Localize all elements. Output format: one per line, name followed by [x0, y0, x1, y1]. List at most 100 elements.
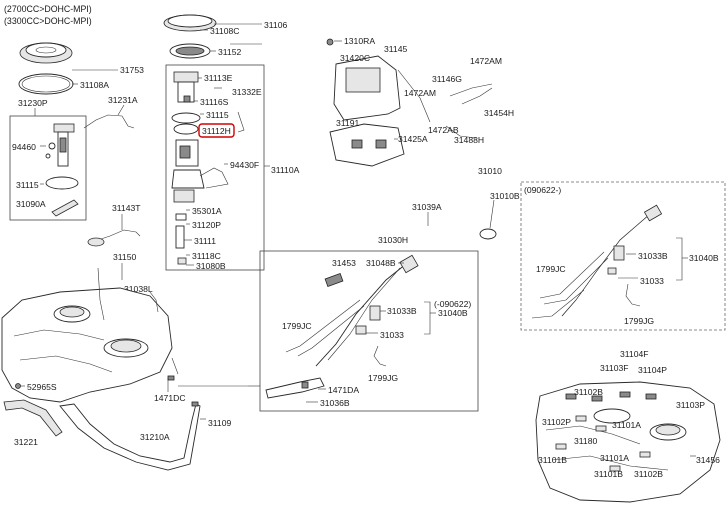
label-1472AB: 1472AB [428, 125, 459, 135]
label-31143T: 31143T [112, 203, 141, 213]
filter-31090A [51, 199, 79, 217]
label-31108A: 31108A [80, 80, 109, 90]
label-31101B-left: 31101B [538, 455, 567, 465]
label-1799JC-mid: 1799JC [282, 321, 312, 331]
label-31033B-right: 31033B [638, 251, 668, 261]
label-31033B-mid: 31033B [387, 306, 417, 316]
label-31115-left: 31115 [16, 180, 39, 190]
label-31152: 31152 [218, 47, 241, 57]
label-31108C: 31108C [210, 26, 239, 36]
label-31332E: 31332E [232, 87, 262, 97]
fuel-sender-unit [40, 123, 75, 167]
label-31101B-bot: 31101B [594, 469, 623, 479]
label-1310RA: 1310RA [344, 36, 375, 46]
label-31109: 31109 [208, 418, 231, 428]
label-31104F: 31104F [620, 349, 649, 359]
label-31112H: 31112H [202, 126, 231, 136]
label-31101A-bot: 31101A [600, 453, 629, 463]
label-31102B-bot: 31102B [634, 469, 663, 479]
label-1472AM-mid: 1472AM [404, 88, 436, 98]
fuel-tank-left [1, 267, 173, 403]
pump-module [171, 71, 245, 265]
label-94460: 94460 [12, 142, 36, 152]
label-31191: 31191 [336, 118, 359, 128]
label-1799JG-mid: 1799JG [368, 373, 398, 383]
label-31210A: 31210A [140, 432, 170, 442]
clip-1471DC [167, 375, 175, 381]
canister-assembly [326, 38, 493, 167]
label-31456: 31456 [696, 455, 720, 465]
variant-box-090622 [520, 181, 726, 331]
label-31180: 31180 [574, 436, 597, 446]
label-31010: 31010 [478, 166, 502, 176]
label-31116S: 31116S [200, 97, 229, 107]
label-31230P: 31230P [18, 98, 48, 108]
label-31110A: 31110A [271, 165, 300, 175]
label-31753: 31753 [120, 65, 144, 75]
label-31146G: 31146G [432, 74, 462, 84]
engine-variant-label-1: (2700CC>DOHC-MPI) [4, 4, 92, 14]
cap-31143T [87, 237, 105, 247]
filler-neck-pipe [265, 254, 419, 399]
tank-strap-31221 [3, 399, 63, 437]
label-31101A-top: 31101A [612, 420, 641, 430]
label-31102B-top: 31102B [574, 387, 603, 397]
vent-hose-31143T [97, 229, 141, 241]
label-31425A: 31425A [398, 134, 428, 144]
fuel-tank-right [535, 381, 721, 503]
label-31150: 31150 [113, 252, 136, 262]
label-31040B-right: 31040B [689, 253, 719, 263]
label-31103F: 31103F [600, 363, 629, 373]
filler-neck-variant [531, 204, 663, 319]
tank-strap-31210A [59, 403, 201, 471]
label-31113E: 31113E [204, 73, 233, 83]
label-31030H: 31030H [378, 235, 408, 245]
label-31036B: 31036B [320, 398, 350, 408]
label-31118C: 31118C [192, 251, 221, 261]
label-31080B: 31080B [196, 261, 226, 271]
sender-ring [45, 176, 79, 190]
label-31038L: 31038L [124, 284, 153, 294]
label-1799JC-right: 1799JC [536, 264, 566, 274]
label-52965S: 52965S [27, 382, 57, 392]
label-31010B: 31010B [490, 191, 520, 201]
label-31120P: 31120P [192, 220, 221, 230]
filler-cap-31010 [479, 199, 497, 240]
highlight-31112H [198, 123, 235, 138]
sender-assembly-box [9, 115, 87, 221]
label-1471DA: 1471DA [328, 385, 359, 395]
label-31111: 31111 [194, 236, 216, 246]
label-31488H: 31488H [454, 135, 484, 145]
fuel-pump-cover [19, 42, 73, 64]
label-31102P: 31102P [542, 417, 571, 427]
bolt-31109 [191, 401, 199, 407]
label-31033-mid: 31033 [380, 330, 404, 340]
label-090622-minus: (-090622) [434, 299, 471, 309]
label-31145: 31145 [384, 44, 407, 54]
label-31221: 31221 [14, 437, 38, 447]
label-1472AM-top: 1472AM [470, 56, 502, 66]
label-31231A: 31231A [108, 95, 138, 105]
label-31115-mid: 31115 [206, 110, 229, 120]
fuel-pump-gasket [18, 73, 74, 95]
label-1471DC: 1471DC [154, 393, 186, 403]
label-31039A: 31039A [412, 202, 442, 212]
engine-variant-label-2: (3300CC>DOHC-MPI) [4, 16, 92, 26]
label-31090A: 31090A [16, 199, 46, 209]
filler-neck-box [259, 250, 479, 412]
label-31048B: 31048B [366, 258, 396, 268]
lock-ring [169, 43, 211, 59]
pump-module-box [165, 64, 265, 271]
label-31040B-mid: 31040B [438, 308, 468, 318]
label-31103P: 31103P [676, 400, 705, 410]
label-31454H: 31454H [484, 108, 514, 118]
label-94430F: 94430F [230, 160, 259, 170]
label-31033-right: 31033 [640, 276, 664, 286]
pump-cover-plate [163, 14, 217, 32]
label-35301A: 35301A [192, 206, 222, 216]
label-090622-plus: (090622-) [524, 185, 561, 195]
label-31106: 31106 [264, 20, 287, 30]
label-31420C: 31420C [340, 53, 370, 63]
